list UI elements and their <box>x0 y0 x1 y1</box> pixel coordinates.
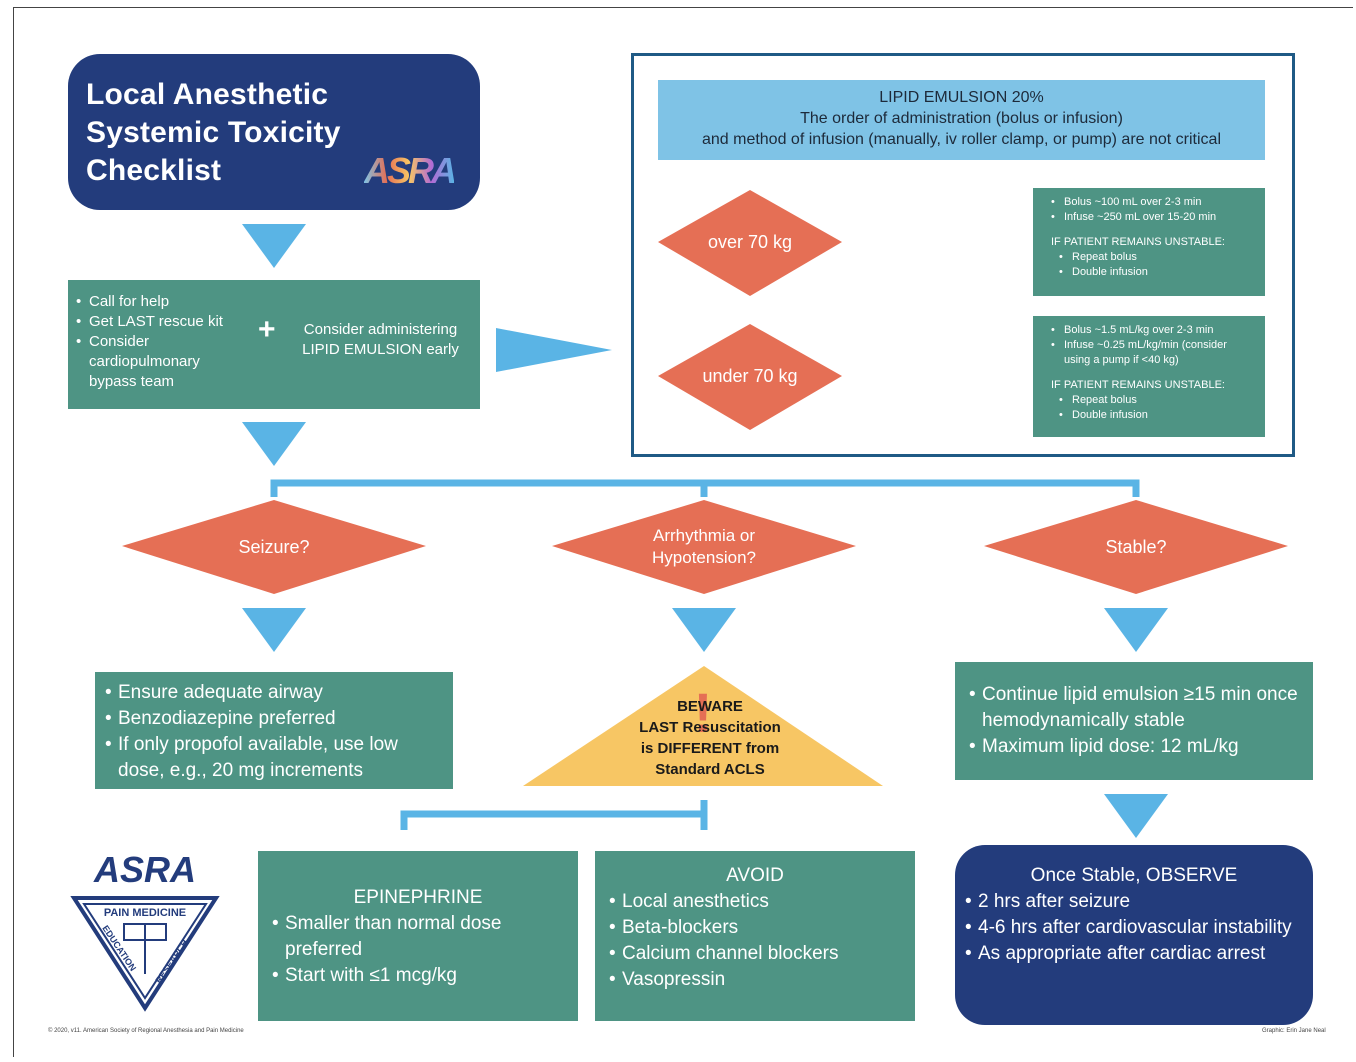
lipid-header-title: LIPID EMULSION 20% <box>879 89 1044 106</box>
title-line-2: Systemic Toxicity <box>86 116 341 149</box>
list-item: Start with ≤1 mcg/kg <box>272 963 564 989</box>
epinephrine-list: Smaller than normal dose preferred Start… <box>272 911 564 989</box>
over-70-dose-box: Bolus ~100 mL over 2-3 min Infuse ~250 m… <box>1033 188 1265 296</box>
arrow-down-title <box>242 224 306 268</box>
observe-list: 2 hrs after seizure 4-6 hrs after cardio… <box>965 889 1303 967</box>
seizure-actions-box: Ensure adequate airway Benzodiazepine pr… <box>95 672 453 789</box>
list-item: Beta-blockers <box>609 915 901 941</box>
beware-exclamation: ! <box>694 681 713 744</box>
branch-connector <box>270 479 1140 497</box>
seizure-actions-list: Ensure adequate airway Benzodiazepine pr… <box>105 680 443 784</box>
book-icon <box>123 923 167 974</box>
asra-logo-text: ASRA <box>363 150 457 191</box>
arrhythmia-label-line1: Arrhythmia or <box>652 526 756 545</box>
under-70-dose-box: Bolus ~1.5 mL/kg over 2-3 min Infuse ~0.… <box>1033 316 1265 437</box>
graphic-credit: Graphic: Erin Jane Neal <box>1262 1028 1326 1034</box>
arrow-down-help <box>242 422 306 466</box>
list-item: 4-6 hrs after cardiovascular instability <box>965 915 1303 941</box>
avoid-box: AVOID Local anesthetics Beta-blockers Ca… <box>595 851 915 1021</box>
list-item: Double infusion <box>1059 408 1255 423</box>
list-item: Smaller than normal dose preferred <box>272 911 564 963</box>
avoid-list: Local anesthetics Beta-blockers Calcium … <box>609 889 901 993</box>
stable-actions-list: Continue lipid emulsion ≥15 min once hem… <box>969 682 1299 760</box>
arrow-down-seizure <box>242 608 306 652</box>
list-item: Get LAST rescue kit <box>76 312 246 332</box>
title-line-3: Checklist <box>86 154 222 187</box>
beware-warning: BEWARE LAST Resuscitation is DIFFERENT f… <box>610 696 810 780</box>
list-item: Benzodiazepine preferred <box>105 706 443 732</box>
badge-top-text: ASRA <box>93 850 196 890</box>
page-frame <box>13 7 1353 1057</box>
list-item: Maximum lipid dose: 12 mL/kg <box>969 734 1299 760</box>
lipid-header-line3: and method of infusion (manually, iv rol… <box>701 131 1222 148</box>
title-box: Local Anesthetic Systemic Toxicity Check… <box>68 54 480 210</box>
arrow-down-stable <box>1104 608 1168 652</box>
lipid-header: LIPID EMULSION 20% The order of administ… <box>658 80 1265 160</box>
lipid-header-line2: The order of administration (bolus or in… <box>800 110 1123 127</box>
over-70-label: over 70 kg <box>707 232 793 252</box>
beware-line1: BEWARE <box>677 698 743 715</box>
list-item: Bolus ~100 mL over 2-3 min <box>1051 195 1255 210</box>
badge-line1: PAIN MEDICINE <box>104 907 186 919</box>
plus-icon: + <box>258 313 276 346</box>
initial-steps-list: Call for help Get LAST rescue kit Consid… <box>76 292 246 392</box>
stable-actions-box: Continue lipid emulsion ≥15 min once hem… <box>955 662 1313 780</box>
weight-diamonds <box>658 190 842 430</box>
list-item: Double infusion <box>1059 265 1255 280</box>
list-item: Calcium channel blockers <box>609 941 901 967</box>
avoid-heading: AVOID <box>726 865 784 886</box>
over-70-diamond <box>658 190 842 296</box>
under-70-diamond <box>658 324 842 430</box>
observe-heading: Once Stable, OBSERVE <box>1030 865 1238 886</box>
arrow-down-observe <box>1104 794 1168 838</box>
list-item: Bolus ~1.5 mL/kg over 2-3 min <box>1051 323 1255 338</box>
list-item: 2 hrs after seizure <box>965 889 1303 915</box>
list-item: Call for help <box>76 292 246 312</box>
list-item: Continue lipid emulsion ≥15 min once hem… <box>969 682 1299 734</box>
epinephrine-box: EPINEPHRINE Smaller than normal dose pre… <box>258 851 578 1021</box>
list-item: If only propofol available, use low dose… <box>105 732 443 784</box>
title-line-1: Local Anesthetic <box>86 78 329 111</box>
under-70-dose-list: Bolus ~1.5 mL/kg over 2-3 min Infuse ~0.… <box>1051 323 1255 368</box>
epinephrine-heading: EPINEPHRINE <box>353 887 483 908</box>
list-item: As appropriate after cardiac arrest <box>965 941 1303 967</box>
asra-badge: ASRA PAIN MEDICINE EDUCATION RESEARCH <box>70 850 220 1012</box>
beware-line4: Standard ACLS <box>655 761 765 778</box>
list-item: Vasopressin <box>609 967 901 993</box>
seizure-label: Seizure? <box>238 537 310 557</box>
unstable-heading: IF PATIENT REMAINS UNSTABLE: <box>1051 236 1225 248</box>
beware-triangle <box>523 666 883 786</box>
list-item: Infuse ~0.25 mL/kg/min (consider using a… <box>1051 338 1255 368</box>
list-item: Local anesthetics <box>609 889 901 915</box>
unstable-list: Repeat bolus Double infusion <box>1051 393 1255 423</box>
seizure-diamond <box>122 500 426 594</box>
stable-label: Stable? <box>1105 537 1167 557</box>
under-70-label: under 70 kg <box>702 366 798 386</box>
beware-line2: LAST Resuscitation <box>639 719 781 736</box>
lipid-note: Consider administering LIPID EMULSION ea… <box>302 321 459 358</box>
arrhythmia-label-line2: Hypotension? <box>652 548 756 567</box>
arrhythmia-label: Arrhythmia or Hypotension? <box>614 525 794 569</box>
unstable-heading: IF PATIENT REMAINS UNSTABLE: <box>1051 379 1225 391</box>
initial-steps-box: Call for help Get LAST rescue kit Consid… <box>68 280 480 409</box>
arrow-right-lipid <box>496 328 612 372</box>
list-item: Repeat bolus <box>1059 250 1255 265</box>
arrhythmia-diamond <box>552 500 856 594</box>
arrow-down-arrhythmia <box>672 608 736 652</box>
list-item: Ensure adequate airway <box>105 680 443 706</box>
stable-diamond <box>984 500 1288 594</box>
copyright-footer: © 2020, v11. American Society of Regiona… <box>48 1028 244 1034</box>
unstable-list: Repeat bolus Double infusion <box>1051 250 1255 280</box>
over-70-dose-list: Bolus ~100 mL over 2-3 min Infuse ~250 m… <box>1051 195 1255 225</box>
list-item: Infuse ~250 mL over 15-20 min <box>1051 210 1255 225</box>
observe-box: Once Stable, OBSERVE 2 hrs after seizure… <box>955 845 1313 1025</box>
beware-line3: is DIFFERENT from <box>640 740 780 757</box>
list-item: Repeat bolus <box>1059 393 1255 408</box>
list-item: Consider cardiopulmonary bypass team <box>76 332 246 392</box>
asra-logo: ASRA <box>363 150 457 192</box>
epi-avoid-connector <box>400 800 708 830</box>
